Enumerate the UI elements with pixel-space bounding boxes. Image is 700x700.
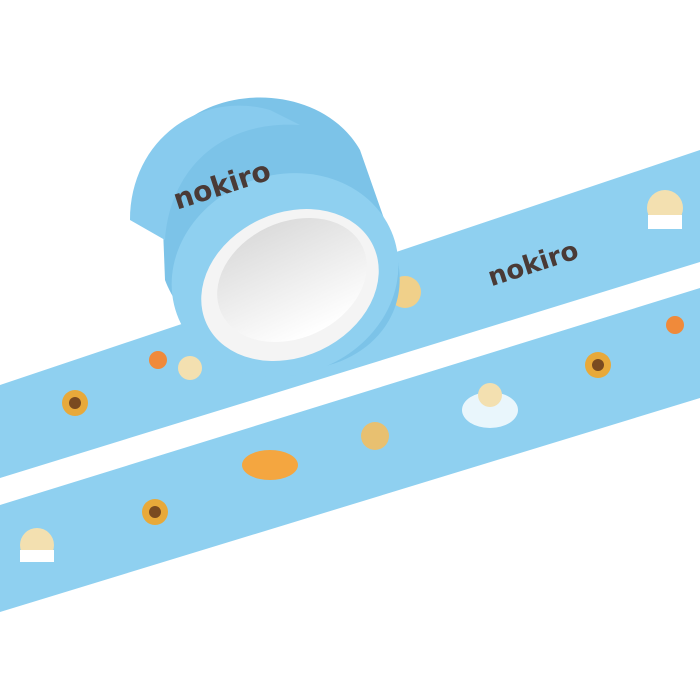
sun-icon [666, 316, 684, 334]
tape-strip-lower [0, 288, 700, 612]
character-icon [647, 190, 683, 229]
character-icon [20, 528, 54, 562]
character-icon [178, 356, 202, 380]
lion-icon [361, 422, 389, 450]
character-icon [242, 450, 298, 480]
tape-roll: nokiro [130, 97, 400, 377]
parfait-icon [462, 383, 518, 428]
sunflower-icon [142, 499, 168, 525]
sunflower-icon [62, 390, 88, 416]
roll-hole [217, 217, 367, 343]
sunflower-icon [585, 352, 611, 378]
sun-icon [149, 351, 167, 369]
